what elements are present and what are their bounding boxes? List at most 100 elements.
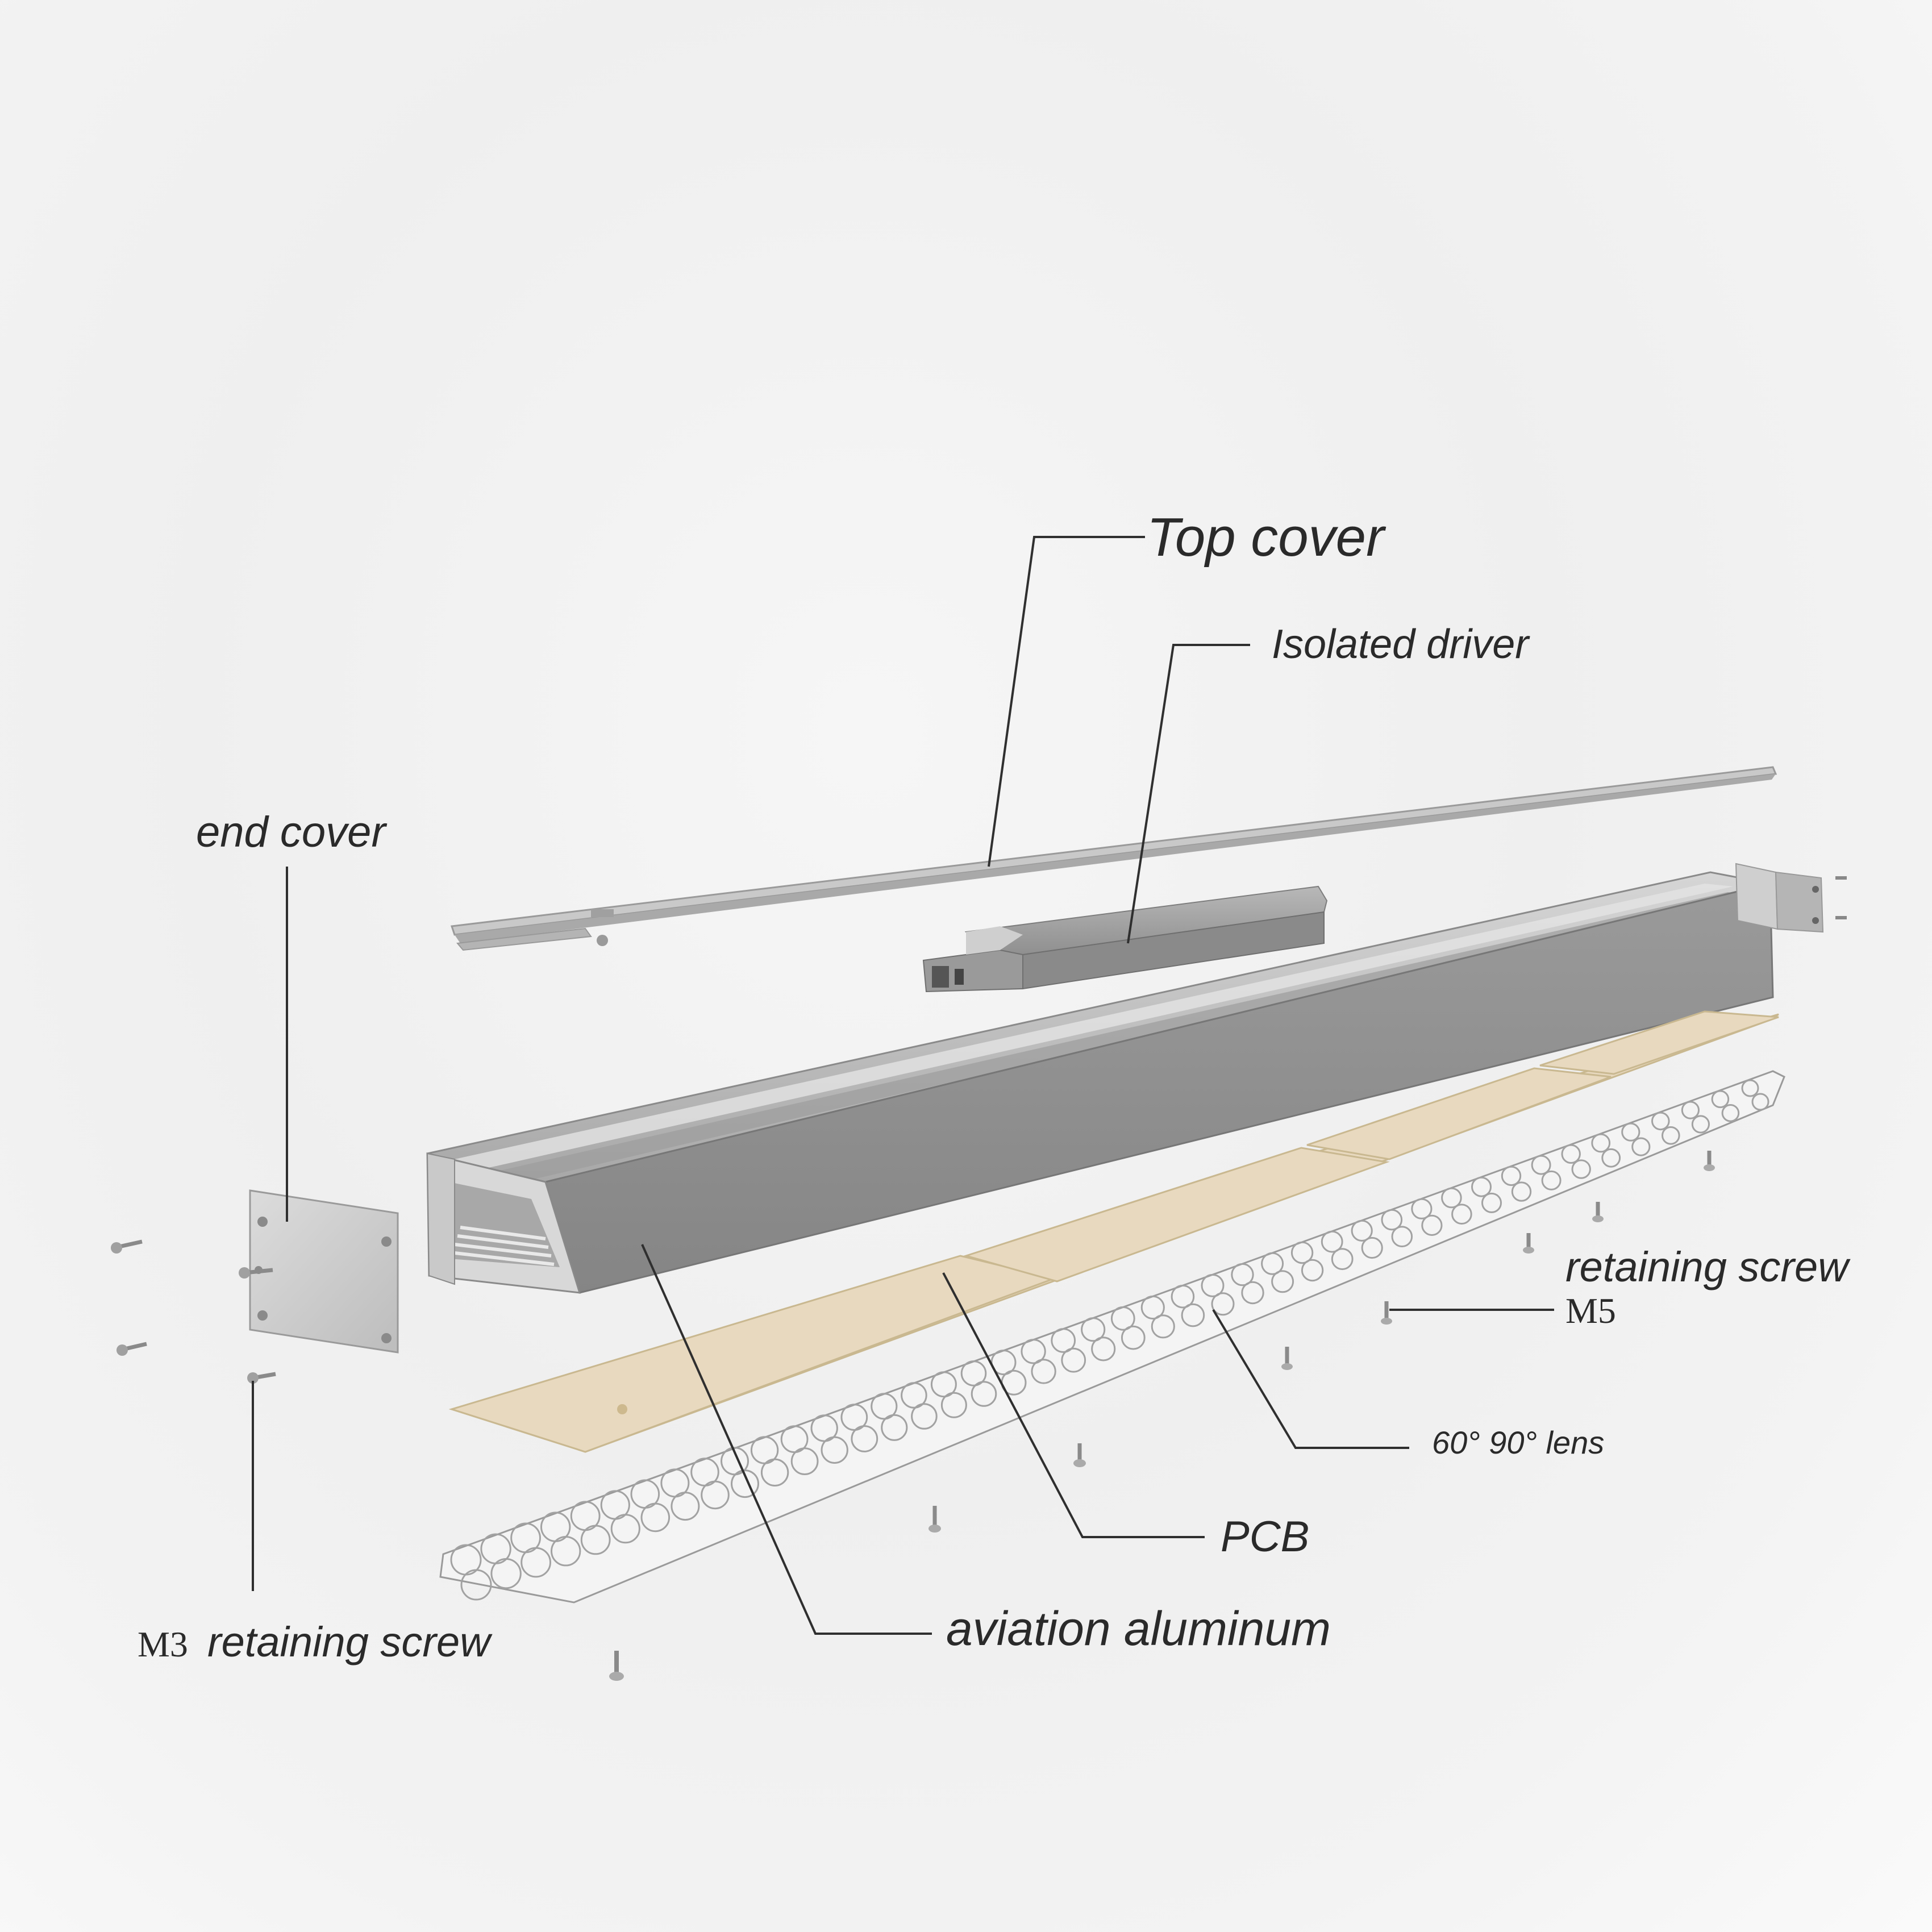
lens-cell: [790, 1447, 819, 1476]
lens-cell: [971, 1381, 997, 1407]
lens-cell: [1181, 1303, 1205, 1327]
lens-cell: [1211, 1292, 1235, 1316]
lens-cell: [1571, 1159, 1591, 1179]
lens-strip: [439, 1070, 1785, 1604]
lens-cell: [1481, 1192, 1502, 1213]
label-m5: M5: [1565, 1290, 1616, 1331]
lens-cell: [760, 1458, 789, 1487]
lens-cell: [1061, 1347, 1086, 1373]
label-m3: M3: [138, 1624, 188, 1664]
lens-cell: [1231, 1263, 1254, 1286]
lens-cell: [1631, 1137, 1651, 1156]
lens-cell: [1201, 1273, 1225, 1297]
lens-cell: [1721, 1104, 1740, 1122]
lens-cell: [1091, 1336, 1116, 1361]
lens-cell: [1411, 1198, 1433, 1219]
lens-cell: [1121, 1325, 1146, 1350]
m5-screw-6: [1073, 1443, 1086, 1467]
lens-cell: [1051, 1328, 1076, 1353]
lens-cell: [901, 1382, 927, 1409]
lens-cell: [930, 1371, 957, 1398]
isolated-driver: [922, 885, 1328, 993]
lens-cell: [1662, 1126, 1680, 1145]
left-screw-2: [116, 1342, 147, 1356]
lens-cell: [1741, 1079, 1759, 1097]
lens-cell: [1621, 1122, 1640, 1142]
top-cover-rail: [450, 766, 1777, 951]
label-end-cover: end cover: [196, 808, 387, 856]
lens-cell: [1351, 1219, 1373, 1242]
lens-cell: [1261, 1252, 1284, 1275]
lens-cell: [1321, 1230, 1343, 1253]
label-aviation-aluminum: aviation aluminum: [946, 1602, 1331, 1655]
lens-cell: [1241, 1281, 1264, 1305]
lens-cell: [821, 1436, 848, 1464]
lens-cell: [1711, 1090, 1730, 1109]
lens-cell: [640, 1502, 671, 1533]
lens-cell: [1271, 1270, 1294, 1293]
label-m3-retaining-screw: retaining screw: [207, 1618, 493, 1665]
lens-cell: [1361, 1236, 1383, 1259]
label-retaining-screw: retaining screw: [1565, 1243, 1851, 1290]
lens-cell: [580, 1525, 611, 1555]
lens-cell: [1171, 1284, 1195, 1309]
lens-cell: [521, 1547, 551, 1578]
lens-cell: [610, 1514, 640, 1544]
lens-cell: [731, 1469, 759, 1498]
lens-cell: [1151, 1314, 1175, 1339]
lens-cell: [551, 1536, 581, 1567]
pcb-strip: [448, 1010, 1779, 1453]
lens-cell: [1751, 1093, 1769, 1111]
lens-cell: [871, 1393, 898, 1420]
label-isolated-driver: Isolated driver: [1272, 622, 1530, 667]
right-end-cover: [1735, 863, 1824, 933]
left-screw-1: [111, 1239, 143, 1254]
lens-cell: [1651, 1111, 1670, 1131]
m5-screw-4: [1381, 1301, 1392, 1325]
lens-cell: [1081, 1317, 1106, 1342]
m5-screw-7: [928, 1506, 941, 1533]
lens-cell: [1391, 1226, 1413, 1247]
lens-cell: [1471, 1176, 1492, 1197]
leader-aviation-aluminum: [641, 1244, 932, 1635]
left-screw-3: [239, 1267, 273, 1279]
lens-cell: [1541, 1170, 1562, 1190]
lens-cell: [490, 1558, 522, 1589]
lens-cell: [1681, 1101, 1700, 1119]
lens-cell: [1331, 1248, 1354, 1271]
lens-cell: [1031, 1359, 1056, 1384]
lens-cell: [1290, 1241, 1314, 1264]
lens-cell: [1451, 1204, 1472, 1225]
label-top-cover: Top cover: [1147, 507, 1386, 568]
aviation-aluminum-profile: [426, 871, 1774, 1294]
lens-cell: [1691, 1115, 1710, 1134]
lens-cell: [1511, 1181, 1532, 1202]
leader-lens: [1212, 1309, 1409, 1449]
lens-cell: [851, 1425, 878, 1452]
leader-pcb: [942, 1272, 1205, 1538]
lens-cell: [960, 1360, 987, 1386]
m5-screw-3: [1523, 1233, 1534, 1254]
lens-cell: [1381, 1209, 1403, 1231]
lens-cell: [671, 1492, 700, 1521]
m5-screw-8: [609, 1651, 624, 1681]
lens-cell: [911, 1403, 938, 1430]
m5-screw-2: [1592, 1202, 1604, 1222]
lens-cell: [701, 1480, 730, 1510]
lens-cell: [1591, 1133, 1611, 1153]
m5-screw-1: [1704, 1151, 1715, 1171]
lens-cell: [1441, 1187, 1462, 1209]
left-end-cover: [249, 1189, 399, 1354]
lens-cell: [1561, 1144, 1581, 1164]
lens-cell: [1021, 1339, 1046, 1364]
lens-cell: [460, 1569, 492, 1601]
lens-cell: [1140, 1295, 1165, 1320]
leader-top-cover: [988, 536, 1145, 867]
lens-cell: [881, 1414, 908, 1441]
lens-cell: [1110, 1306, 1135, 1331]
left-screw-4: [247, 1372, 276, 1384]
leader-isolated-driver: [1127, 644, 1250, 944]
lens-cell: [1421, 1214, 1443, 1236]
